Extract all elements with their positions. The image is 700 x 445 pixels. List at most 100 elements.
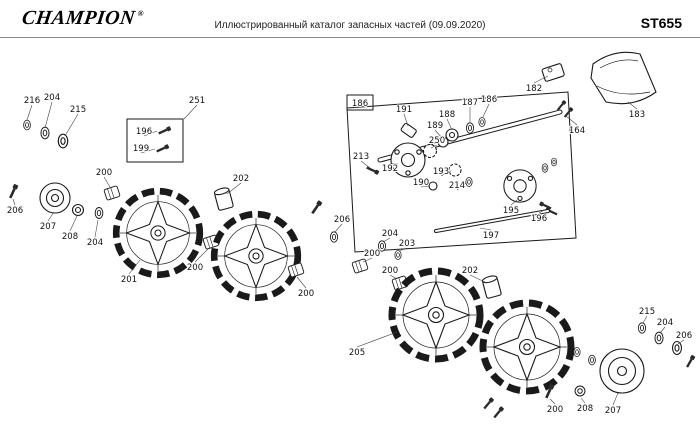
leader-line xyxy=(362,257,373,263)
part-label-204: 204 xyxy=(382,229,398,239)
part-label-200: 200 xyxy=(187,263,203,273)
leader-line xyxy=(194,248,209,263)
part-label-215: 215 xyxy=(639,307,655,317)
part-label-200: 200 xyxy=(364,249,380,259)
part-label-196: 196 xyxy=(531,214,547,224)
leader-line xyxy=(533,75,549,84)
part-label-197: 197 xyxy=(483,231,499,241)
part-label-204: 204 xyxy=(657,318,673,328)
leader-line xyxy=(296,276,307,289)
leader-line xyxy=(440,170,452,177)
leader-line xyxy=(659,326,666,334)
deflector-183 xyxy=(590,51,657,105)
washer-214 xyxy=(465,177,473,187)
hub-207-left xyxy=(39,182,71,214)
part-label-213: 213 xyxy=(353,152,369,162)
part-label-201: 201 xyxy=(121,275,137,285)
gearbox-inset-frame xyxy=(346,91,577,253)
leader-line xyxy=(47,211,55,222)
bushing-202-left xyxy=(213,186,235,212)
bracket-182 xyxy=(541,63,565,82)
leader-line xyxy=(627,101,638,110)
washer-row-left xyxy=(23,119,69,149)
leader-line xyxy=(434,129,443,139)
gear-250 xyxy=(422,143,438,159)
part-label-189: 189 xyxy=(427,121,443,131)
bolt-164-a xyxy=(556,99,567,112)
leader-line xyxy=(469,274,488,284)
part-label-207: 207 xyxy=(605,406,621,416)
leader-line xyxy=(389,162,399,165)
catalog-title: Иллюстрированный каталог запасных частей… xyxy=(214,20,486,31)
part-label-164: 164 xyxy=(569,126,585,136)
leader-line xyxy=(549,398,556,405)
part-label-206: 206 xyxy=(334,215,350,225)
leader-line xyxy=(482,103,490,118)
hardware-kit-box-251 xyxy=(126,118,184,163)
part-label-191: 191 xyxy=(396,105,412,115)
leader-line xyxy=(69,215,78,232)
part-label-193: 193 xyxy=(433,167,449,177)
leader-line xyxy=(44,101,53,129)
ring-190 xyxy=(428,181,438,191)
center-hardware xyxy=(329,231,409,291)
part-label-250: 250 xyxy=(429,136,445,146)
part-label-202: 202 xyxy=(233,174,249,184)
shaft-stub-191 xyxy=(400,122,417,138)
part-label-186: 186 xyxy=(352,99,368,109)
part-label-195: 195 xyxy=(503,206,519,216)
part-label-190: 190 xyxy=(413,178,429,188)
pin-bolt-b xyxy=(492,406,505,419)
leader-line xyxy=(183,104,198,120)
bolt-213 xyxy=(365,165,380,176)
washer-small-b xyxy=(550,157,558,167)
washer-187 xyxy=(465,122,475,134)
part-label-188: 188 xyxy=(439,110,455,120)
washer-206-center xyxy=(329,231,339,243)
bearing-208-left xyxy=(71,203,85,217)
registered-mark-icon: ® xyxy=(136,9,145,19)
ring-208-right xyxy=(574,385,586,397)
leader-line xyxy=(382,237,391,243)
part-label-186: 186 xyxy=(481,95,497,105)
part-label-203: 203 xyxy=(399,239,415,249)
leader-line xyxy=(64,113,79,137)
part-label-199: 199 xyxy=(133,144,149,154)
washer-215-right xyxy=(637,322,647,334)
spacer-200-c xyxy=(287,262,305,278)
leader-line xyxy=(565,115,578,126)
part-label-204: 204 xyxy=(87,238,103,248)
leader-line xyxy=(103,176,111,188)
leader-line xyxy=(26,104,33,121)
leader-line xyxy=(398,247,408,252)
gearbox-assembly xyxy=(365,109,563,233)
part-label-183: 183 xyxy=(629,110,645,120)
leader-line xyxy=(580,397,586,404)
part-label-206: 206 xyxy=(676,331,692,341)
bolt-164-b xyxy=(563,106,574,119)
leader-line xyxy=(510,199,518,206)
part-label-215: 215 xyxy=(70,105,86,115)
part-label-216: 216 xyxy=(24,96,40,106)
part-label-205: 205 xyxy=(349,348,365,358)
bushing-202-right xyxy=(481,274,503,300)
page-header: CHAMPION® Иллюстрированный каталог запас… xyxy=(0,0,700,38)
gearbox-housing-195 xyxy=(503,169,537,203)
leader-line xyxy=(420,185,431,188)
chute-deflector-assembly xyxy=(541,51,657,119)
spacer-200-a xyxy=(103,185,121,201)
bearing-189 xyxy=(437,136,449,148)
leader-line xyxy=(456,182,467,191)
washer-small-a xyxy=(541,163,549,173)
auger-rotor-right-2 xyxy=(483,303,571,391)
part-label-202: 202 xyxy=(462,266,478,276)
part-label-200: 200 xyxy=(298,289,314,299)
leader-line xyxy=(143,130,158,137)
leader-line xyxy=(360,160,371,169)
model-number: ST655 xyxy=(640,15,682,31)
part-label-251: 251 xyxy=(189,96,205,106)
bolt-206-left xyxy=(8,183,19,199)
leader-line xyxy=(677,339,685,345)
part-label-207: 207 xyxy=(40,222,56,232)
